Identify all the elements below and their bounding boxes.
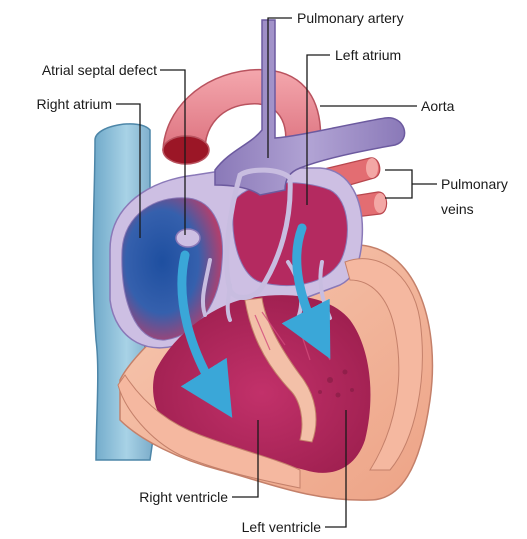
label-right-ventricle: Right ventricle [139, 489, 228, 505]
label-atrial-septal-defect: Atrial septal defect [42, 62, 157, 78]
label-pulmonary-veins-line2: veins [441, 201, 474, 217]
label-left-ventricle: Left ventricle [242, 519, 322, 535]
pulmonary-vein-upper-opening [366, 158, 378, 178]
label-right-atrium: Right atrium [37, 96, 112, 112]
pulmonary-vein-lower-opening [374, 193, 386, 213]
label-pulmonary-veins-line1: Pulmonary [441, 176, 508, 192]
label-pulmonary-artery: Pulmonary artery [297, 10, 404, 26]
label-aorta: Aorta [421, 98, 455, 114]
leader-pulmonary-veins [385, 170, 437, 198]
septal-defect-opening [176, 229, 200, 247]
label-left-atrium: Left atrium [335, 47, 401, 63]
aorta-opening [163, 136, 209, 164]
